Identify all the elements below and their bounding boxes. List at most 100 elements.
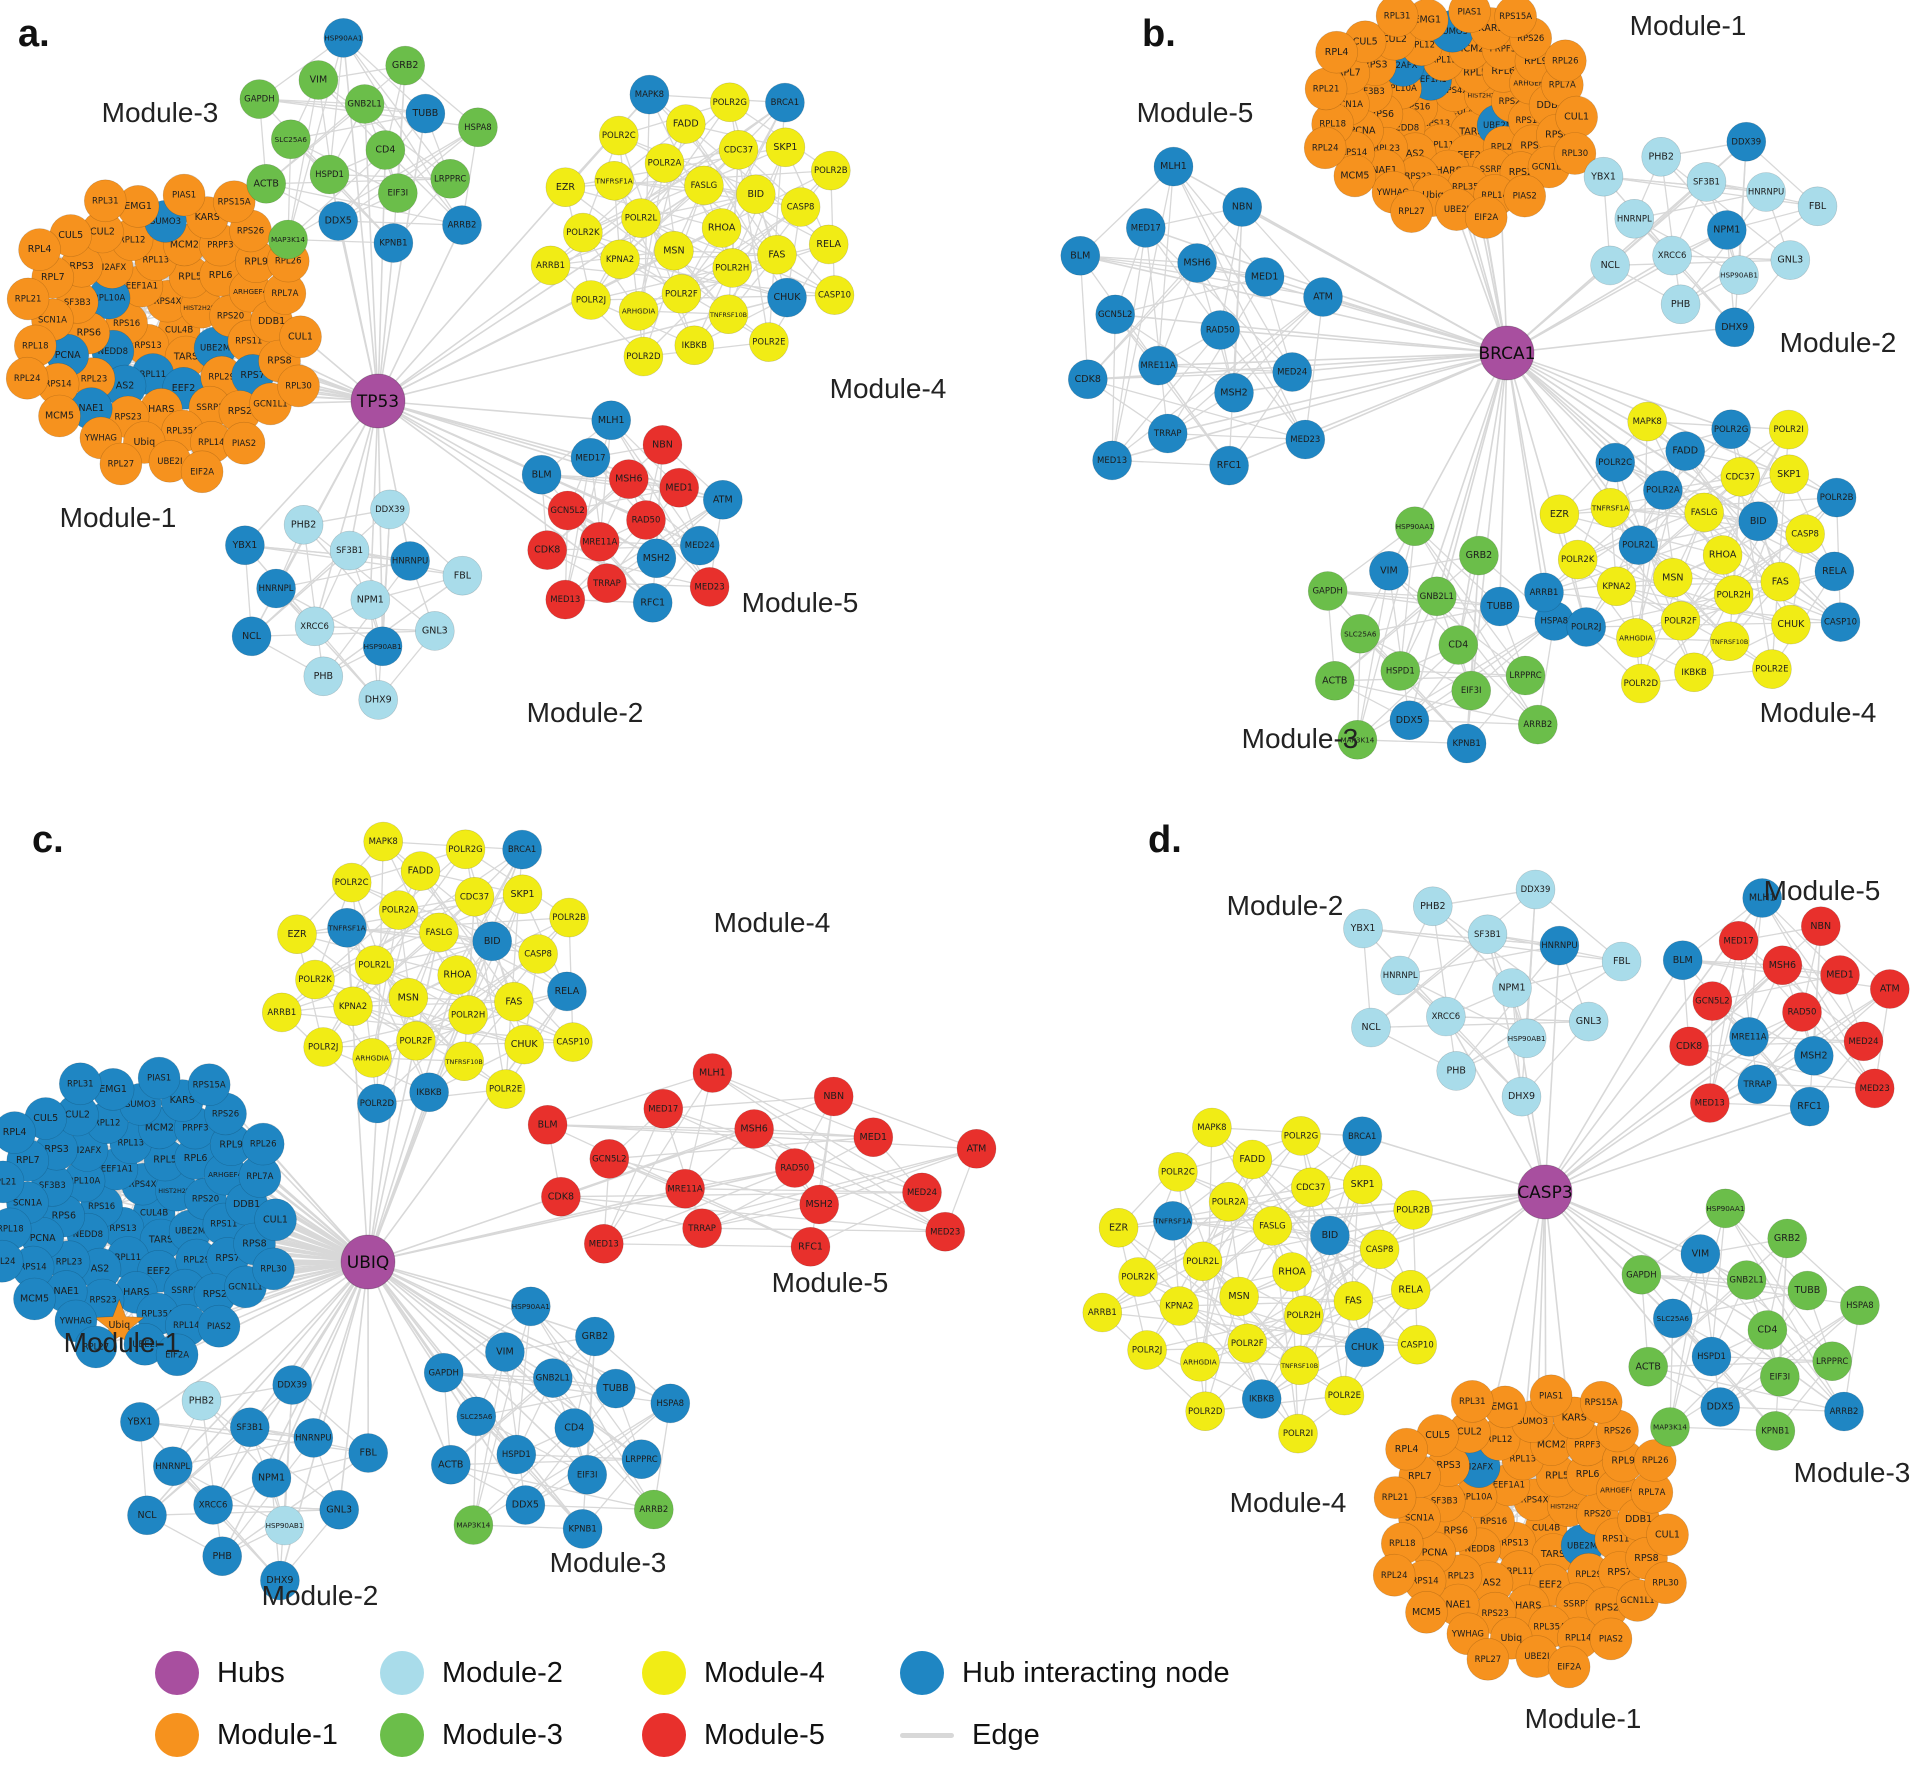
gene-label: RPL6: [209, 270, 233, 281]
gene-label: CASP10: [1401, 1340, 1434, 1350]
gene-label: YWHAG: [1376, 188, 1409, 198]
gene-label: RPL31: [92, 196, 119, 206]
gene-label: GRB2: [392, 60, 419, 71]
gene-node: [162, 173, 206, 217]
gene-label: DHX9: [1508, 1091, 1535, 1102]
gene-node: [1241, 1379, 1282, 1419]
gene-node: [1492, 968, 1532, 1008]
gene-node: [1726, 1260, 1767, 1300]
gene-label: MED23: [930, 1227, 960, 1237]
gene-label: UBE2I: [132, 1340, 157, 1350]
gene-label: SCN1A: [1334, 100, 1363, 110]
gene-node: [13, 1277, 56, 1321]
gene-label: MAPK8: [1197, 1123, 1226, 1133]
gene-node: [549, 897, 589, 938]
module-label-c-module-5: Module-5: [772, 1267, 889, 1298]
gene-label: NCL: [137, 1510, 157, 1521]
gene-label: PHB2: [1420, 901, 1445, 912]
gene-label: HSPD1: [315, 170, 344, 180]
gene-label: RELA: [1822, 566, 1847, 577]
gene-node: [1222, 187, 1262, 227]
gene-label: CUL2: [65, 1110, 90, 1121]
gene-label: HNRNPU: [295, 1434, 331, 1444]
gene-label: POLR2I: [1283, 1429, 1313, 1439]
gene-node: [1621, 1254, 1662, 1295]
panel-letter-c: c.: [32, 819, 64, 861]
gene-label: FAS: [505, 996, 522, 1007]
gene-label: ATM: [1880, 984, 1900, 995]
legend-item-module-1: Module-1: [155, 1713, 380, 1757]
gene-label: HSPD1: [1697, 1352, 1726, 1362]
gene-label: RPL18: [1389, 1539, 1416, 1549]
gene-label: GCN5L2: [592, 1155, 626, 1165]
gene-label: SCN1A: [38, 315, 67, 325]
gene-label: DHX9: [266, 1575, 293, 1586]
gene-node: [155, 1333, 199, 1377]
gene-label: RPL10A: [93, 294, 126, 304]
gene-label: CUL5: [58, 230, 83, 241]
gene-label: TNFRSF10B: [1710, 638, 1748, 646]
gene-label: RPS6: [52, 1211, 76, 1222]
hub-label: UBIQ: [347, 1253, 390, 1273]
gene-label: RPL11: [115, 1253, 142, 1263]
gene-label: POLR2H: [1717, 591, 1751, 601]
gene-label: CUL5: [33, 1113, 58, 1124]
gene-label: ACTB: [254, 178, 279, 189]
gene-node: [1627, 401, 1667, 442]
gene-node: [1529, 1374, 1573, 1418]
gene-label: KPNA2: [606, 255, 634, 265]
gene-label: MSH6: [615, 474, 642, 485]
gene-node: [595, 1368, 636, 1409]
gene-label: CUL4B: [1532, 1524, 1560, 1534]
gene-label: PIAS1: [147, 1074, 171, 1084]
gene-label: ARRB2: [639, 1505, 668, 1515]
gene-label: TARS: [1540, 1549, 1565, 1560]
gene-label: NCL: [1361, 1022, 1381, 1033]
gene-node: [0, 1160, 25, 1204]
gene-label: RPL23: [1448, 1571, 1475, 1581]
gene-label: RPS26: [237, 227, 264, 237]
gene-node: [1553, 132, 1597, 175]
gene-label: EZR: [287, 929, 307, 940]
gene-label: EEF2: [1457, 150, 1481, 161]
gene-label: BRCA1: [508, 845, 536, 855]
gene-label: PRPF3: [1490, 45, 1516, 55]
gene-node: [1118, 1257, 1158, 1297]
gene-node: [1595, 442, 1635, 483]
gene-node: [567, 1454, 608, 1495]
gene-label: PHB: [1447, 1066, 1466, 1077]
gene-node: [363, 821, 404, 862]
gene-label: CASP10: [818, 291, 851, 301]
gene-node: [1691, 1336, 1732, 1377]
gene-label: HSP90AB1: [1720, 271, 1758, 280]
gene-label: KARS: [170, 1095, 195, 1106]
gene-node: [530, 245, 571, 286]
gene-label: RPL6: [184, 1153, 208, 1164]
gene-label: RPS16: [88, 1202, 115, 1212]
gene-label: MED23: [1290, 435, 1320, 445]
gene-label: ARHGEF4: [233, 287, 268, 296]
gene-label: RPL7A: [271, 289, 298, 299]
gene-label: HSPA8: [464, 123, 492, 133]
gene-node: [1426, 996, 1466, 1037]
gene-node: [1662, 940, 1703, 981]
gene-label: MAP3K14: [456, 1521, 490, 1530]
gene-label: RFC1: [1217, 460, 1242, 471]
gene-label: PCNA: [30, 1233, 56, 1244]
panel-letter-b: b.: [1142, 13, 1176, 55]
gene-node: [293, 1418, 334, 1458]
gene-label: MAPK8: [369, 837, 398, 847]
gene-label: PIAS1: [172, 191, 196, 201]
gene-label: TRRAP: [1153, 429, 1182, 439]
gene-label: HNRNPU: [1748, 188, 1784, 198]
gene-node: [1760, 561, 1801, 602]
gene-label: TUBB: [412, 108, 439, 119]
gene-label: UBE2M: [1567, 1541, 1597, 1551]
gene-label: RPL27: [108, 460, 135, 470]
gene-label: EIF2A: [1474, 213, 1498, 223]
gene-node: [239, 79, 280, 119]
gene-node: [423, 1352, 464, 1393]
gene-node: [1395, 506, 1435, 547]
gene-node-star: [93, 1298, 145, 1348]
gene-node: [329, 530, 370, 571]
